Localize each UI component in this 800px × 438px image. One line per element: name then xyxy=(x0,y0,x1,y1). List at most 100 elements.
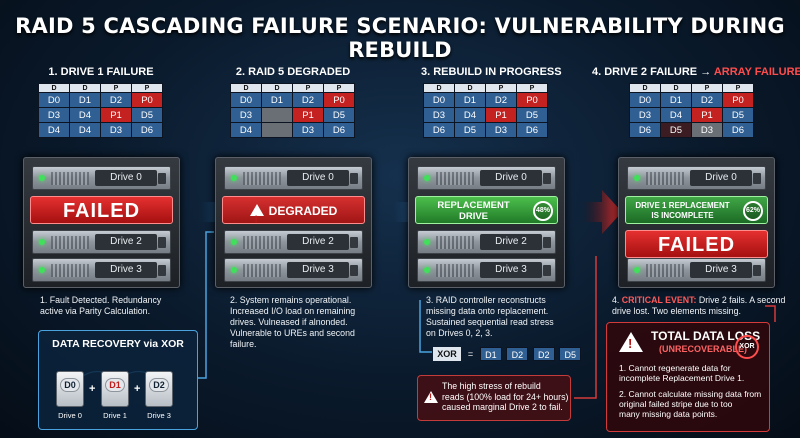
data-block: D6 xyxy=(722,122,754,138)
data-block: D5 xyxy=(131,107,163,123)
drive-bay-0: Drive 0 xyxy=(32,166,171,190)
stripe-header-cell: D xyxy=(629,83,661,93)
parity-block: P0 xyxy=(323,92,355,108)
stage-2-heading: 2. RAID 5 DEGRADED xyxy=(235,66,351,78)
status-led-icon xyxy=(634,267,640,273)
drive-bay-2: Drive 2 xyxy=(224,230,363,254)
data-block xyxy=(261,107,293,123)
parity-block: P1 xyxy=(100,107,132,123)
drive-label: Drive 0 xyxy=(95,170,157,186)
stage-3-heading: 3. REBUILD IN PROGRESS xyxy=(421,66,562,78)
data-block: D6 xyxy=(629,122,661,138)
data-block: D4 xyxy=(69,122,101,138)
rebuild-progress: 48% xyxy=(533,201,553,221)
stripe-header-cell: D xyxy=(261,83,293,93)
xor-operator: XOR xyxy=(433,347,461,361)
data-block: D2 xyxy=(691,92,723,108)
status-led-icon xyxy=(39,239,45,245)
server-chassis-stage-1: Drive 0 FAILED Drive 2 Drive 3 xyxy=(23,157,180,288)
stripe-header-cell: D xyxy=(230,83,262,93)
status-led-icon xyxy=(424,175,430,181)
data-block: D0 xyxy=(423,92,455,108)
stage-4-note: 4. CRITICAL EVENT: Drive 2 fails. A seco… xyxy=(612,295,786,316)
data-block: D3 xyxy=(38,107,70,123)
drive-bay-3: Drive 3 xyxy=(627,258,766,282)
data-block: D3 xyxy=(100,122,132,138)
disk-icon: D1 xyxy=(101,371,129,407)
status-led-icon xyxy=(231,175,237,181)
stripe-header-cell: P xyxy=(131,83,163,93)
xor-cell: D5 xyxy=(559,347,582,361)
data-block: D0 xyxy=(629,92,661,108)
xor-recovery-panel: DATA RECOVERY via XOR D0 + D1 + D2 Drive… xyxy=(38,330,198,430)
drive-label: Drive 2 xyxy=(287,234,349,250)
disk-name: Drive 1 xyxy=(103,411,127,420)
drive-label: Drive 2 xyxy=(95,234,157,250)
warning-icon xyxy=(424,391,438,403)
drive-label: Drive 2 xyxy=(480,234,542,250)
stripe-header-cell: P xyxy=(691,83,723,93)
alert-icon xyxy=(619,332,643,352)
data-block: D1 xyxy=(69,92,101,108)
data-block: D2 xyxy=(485,92,517,108)
data-block: D3 xyxy=(230,107,262,123)
data-block: D6 xyxy=(323,122,355,138)
connector-xor-row xyxy=(419,300,432,353)
parity-block: P1 xyxy=(691,107,723,123)
data-block: D4 xyxy=(660,107,692,123)
connector-xor-loop xyxy=(197,231,214,379)
data-block: D5 xyxy=(323,107,355,123)
status-led-icon xyxy=(231,267,237,273)
status-led-icon xyxy=(231,239,237,245)
degraded-banner: DEGRADED xyxy=(222,196,365,233)
parity-block: P0 xyxy=(131,92,163,108)
data-block: D0 xyxy=(38,92,70,108)
drive-label: Drive 3 xyxy=(480,262,542,278)
data-block: D2 xyxy=(292,92,324,108)
status-led-icon xyxy=(39,175,45,181)
stripe-header-cell: D xyxy=(454,83,486,93)
xor-cell: D2 xyxy=(506,347,529,361)
stripe-header-cell: P xyxy=(485,83,517,93)
parity-block: P1 xyxy=(292,107,324,123)
data-block: D5 xyxy=(660,122,692,138)
page-title: RAID 5 CASCADING FAILURE SCENARIO: VULNE… xyxy=(15,14,785,62)
status-led-icon xyxy=(424,267,430,273)
data-block: D4 xyxy=(230,122,262,138)
arrow-stage3-to-4 xyxy=(582,190,622,234)
array-failure-label: ARRAY FAILURE xyxy=(713,66,800,78)
stripe-header-cell: P xyxy=(516,83,548,93)
drive-label: Drive 0 xyxy=(690,170,752,186)
data-block: D1 xyxy=(660,92,692,108)
data-block xyxy=(261,122,293,138)
data-block: D4 xyxy=(69,107,101,123)
xor-equation: XOR = D1 D2 D2 D5 xyxy=(433,347,582,361)
drive-label: Drive 3 xyxy=(287,262,349,278)
parity-block: P0 xyxy=(722,92,754,108)
data-block: D6 xyxy=(516,122,548,138)
parity-block: P1 xyxy=(485,107,517,123)
connector-loss xyxy=(765,305,776,322)
status-led-icon xyxy=(634,175,640,181)
data-block: D2 xyxy=(100,92,132,108)
xor-crossed-icon: XOR xyxy=(735,335,759,359)
drive-label: Drive 0 xyxy=(480,170,542,186)
drive-bay-3: Drive 3 xyxy=(417,258,556,282)
data-block: D5 xyxy=(454,122,486,138)
status-led-icon xyxy=(39,267,45,273)
critical-event-label: CRITICAL EVENT: xyxy=(621,295,697,305)
plus-symbol: + xyxy=(89,383,96,395)
drive-label: Drive 3 xyxy=(690,262,752,278)
stripe-header-cell: P xyxy=(292,83,324,93)
server-chassis-stage-2: Drive 0 DEGRADED Drive 2 Drive 3 xyxy=(215,157,372,288)
stage-4-heading: 4. DRIVE 2 FAILURE → ARRAY FAILURE xyxy=(592,66,800,78)
failed-banner: FAILED xyxy=(30,196,173,224)
